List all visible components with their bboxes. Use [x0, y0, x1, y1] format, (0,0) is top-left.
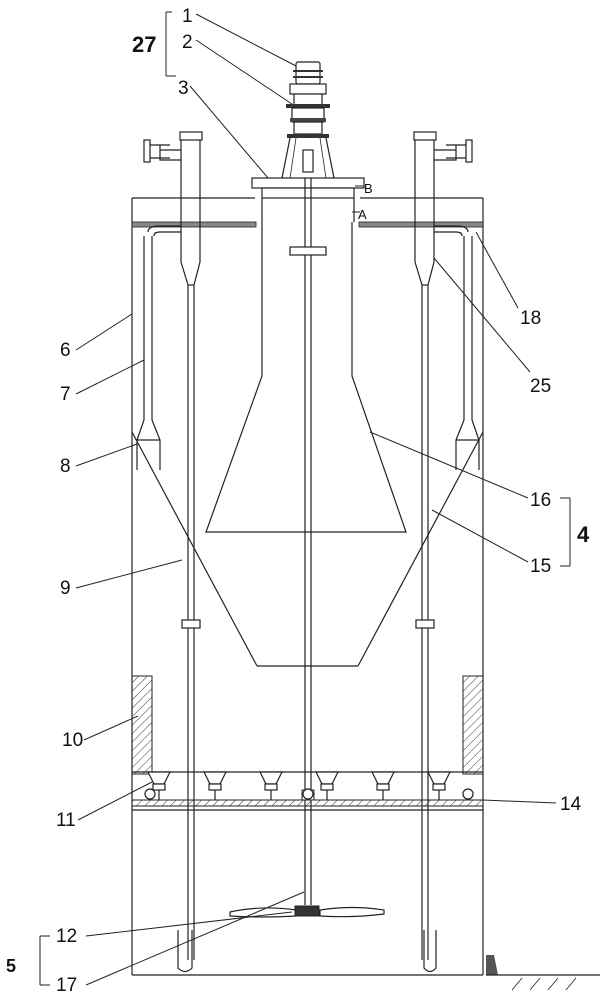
nozzle: [203, 771, 227, 800]
label-5: 5: [6, 956, 16, 976]
label-16: 16: [530, 490, 551, 511]
lower-cone: [131, 431, 484, 667]
left-pipe-assembly: [136, 131, 203, 973]
label-9: 9: [60, 578, 71, 599]
ground: [486, 955, 600, 991]
label-14: 14: [560, 794, 582, 815]
nozzle: [315, 771, 339, 800]
label-11: 11: [56, 810, 76, 831]
label-1: 1: [182, 6, 193, 27]
label-15: 15: [530, 556, 551, 577]
nozzle: [259, 771, 283, 800]
label-10: 10: [62, 730, 83, 751]
label-3: 3: [178, 78, 189, 99]
distribution-plate: [131, 771, 484, 811]
nozzle: [147, 771, 171, 800]
top-cover: [131, 221, 484, 228]
label-A: A: [358, 207, 367, 222]
nozzle-row: [147, 771, 451, 800]
label-4: 4: [577, 522, 590, 547]
label-B: B: [364, 181, 373, 196]
labels: 1 2 3 27 B A 6 7 8 9 10 11 12 17 5 14 15…: [6, 6, 590, 996]
label-27: 27: [132, 32, 156, 57]
impeller: [229, 905, 385, 918]
label-18: 18: [520, 308, 541, 329]
tank-shell: [131, 197, 484, 976]
label-25: 25: [530, 376, 551, 397]
central-cone: [205, 198, 407, 533]
label-2: 2: [182, 32, 193, 53]
label-17: 17: [56, 975, 77, 996]
side-blocks: [131, 675, 484, 775]
nozzle: [427, 771, 451, 800]
label-7: 7: [60, 384, 71, 405]
right-pipe-assembly: [413, 131, 480, 973]
motor-assembly: [251, 61, 365, 199]
label-6: 6: [60, 340, 71, 361]
leader-lines: [39, 11, 571, 986]
label-12: 12: [56, 926, 77, 947]
nozzle: [371, 771, 395, 800]
label-8: 8: [60, 456, 71, 477]
